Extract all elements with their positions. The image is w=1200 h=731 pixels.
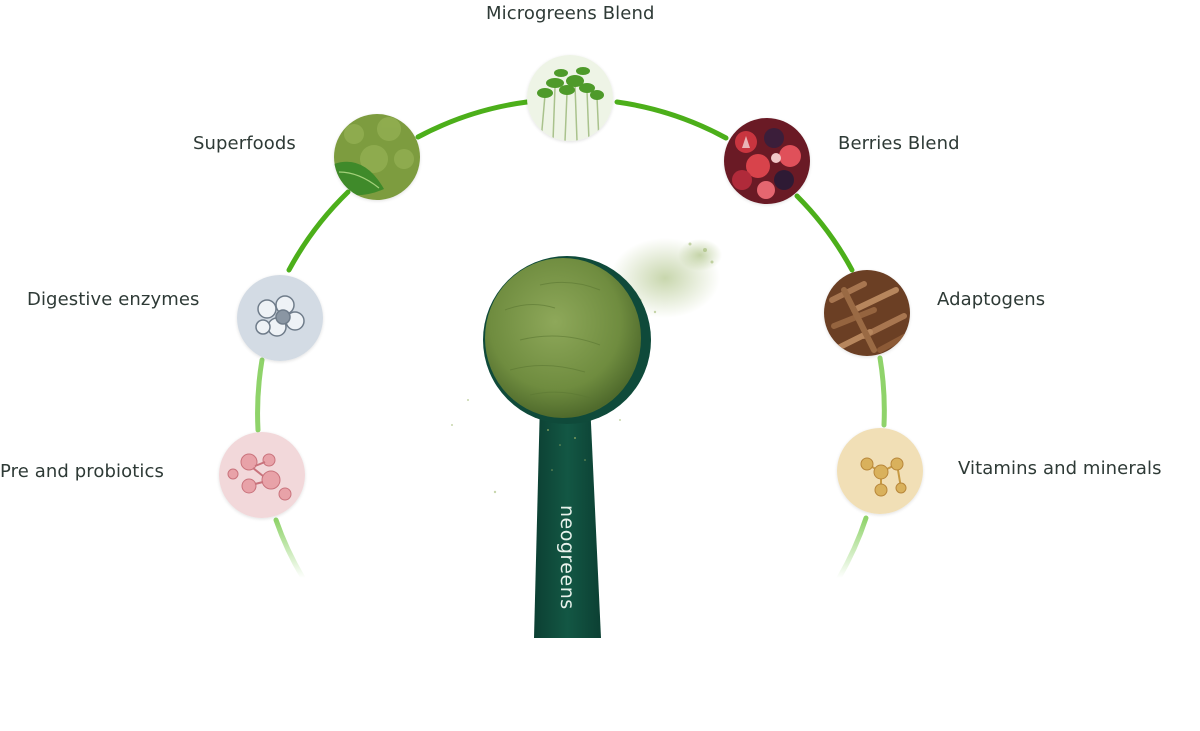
arc-segment	[415, 99, 530, 140]
vitamins-icon[interactable]	[837, 428, 923, 514]
arc-segment	[255, 357, 265, 433]
berries-icon[interactable]	[724, 118, 810, 204]
arc-tail	[836, 515, 869, 581]
label-adaptogens: Adaptogens	[937, 289, 1046, 310]
microgreens-icon[interactable]	[527, 55, 613, 141]
superfoods-icon[interactable]	[334, 114, 420, 200]
label-probiotics: Pre and probiotics	[0, 461, 164, 482]
label-berries: Berries Blend	[838, 133, 960, 154]
arc-tail	[273, 517, 306, 581]
arc-segment	[877, 355, 887, 428]
label-superfoods: Superfoods	[193, 133, 296, 154]
adaptogens-icon[interactable]	[824, 270, 910, 356]
probiotics-icon[interactable]	[219, 432, 305, 518]
label-vitamins: Vitamins and minerals	[958, 458, 1162, 479]
arc-segment	[614, 99, 729, 141]
arc-segment	[794, 193, 855, 273]
enzymes-icon[interactable]	[237, 275, 323, 361]
arc-segment	[286, 189, 351, 273]
label-microgreens: Microgreens Blend	[486, 3, 655, 24]
label-enzymes: Digestive enzymes	[27, 289, 200, 310]
